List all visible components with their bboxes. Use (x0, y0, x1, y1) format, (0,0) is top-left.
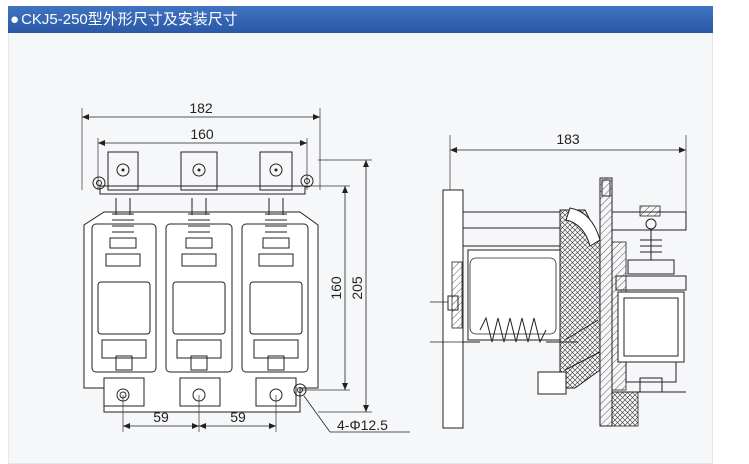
dim-160-vertical-label: 160 (328, 276, 344, 300)
front-view: 182 160 (81, 100, 410, 433)
holes-callout-label: 4-Φ12.5 (337, 417, 388, 433)
dim-183-label: 183 (556, 131, 580, 147)
pole-2 (165, 151, 233, 407)
side-arc-chute (599, 177, 613, 427)
dim-205-vertical-label: 205 (349, 276, 365, 300)
side-contact-housing (617, 291, 685, 363)
title-bar: ●CKJ5-250型外形尺寸及安装尺寸 (8, 6, 713, 33)
dim-59-left-label: 59 (153, 409, 169, 425)
page-title: CKJ5-250型外形尺寸及安装尺寸 (21, 11, 238, 28)
holes-leader-line (303, 395, 410, 433)
pole-3 (241, 151, 309, 407)
dim-160-label: 160 (190, 126, 214, 142)
side-view: 183 (430, 131, 687, 429)
mount-hole-top-right (300, 174, 314, 188)
top-rail (99, 185, 306, 195)
pole-1 (91, 151, 157, 407)
mount-hole-top-left (92, 176, 106, 190)
dim-59-right-label: 59 (230, 409, 246, 425)
dim-182-label: 182 (189, 100, 213, 116)
side-spring (479, 316, 547, 344)
bullet-icon: ● (10, 11, 20, 28)
